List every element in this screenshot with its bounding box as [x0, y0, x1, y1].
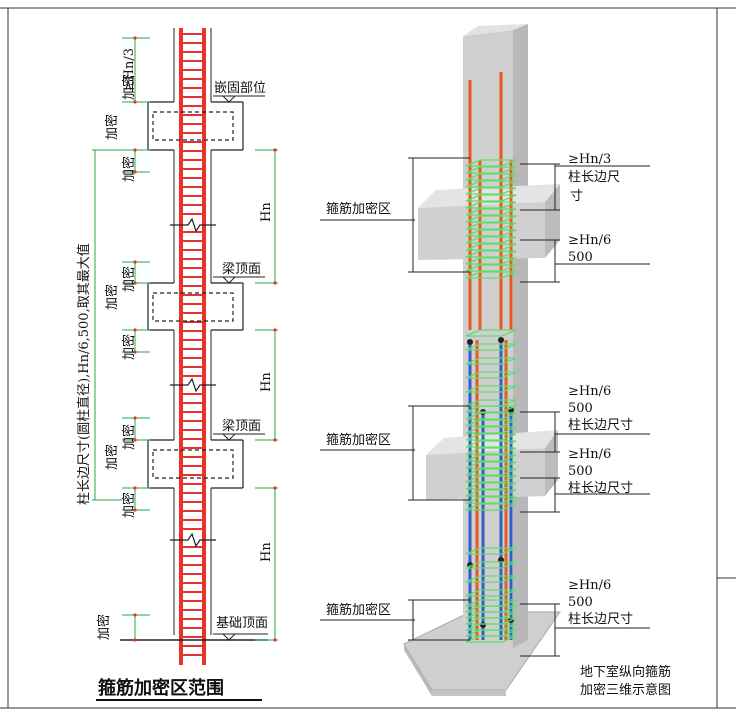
beam-levels	[120, 101, 268, 641]
hn-label-3: Hn	[259, 542, 274, 562]
dense-label-4: 加密	[104, 284, 120, 310]
rule-side-3: 柱长边尺寸	[568, 612, 633, 627]
mid-rule-2: 500	[568, 250, 593, 265]
dimension-lines	[92, 37, 278, 641]
stirrups-3d	[465, 159, 517, 643]
stirrup	[465, 201, 517, 209]
stirrup	[465, 222, 517, 230]
stirrup	[465, 461, 517, 469]
rule-gte-3: ≥Hn/6	[568, 578, 611, 593]
stirrup	[465, 412, 517, 420]
stirrup	[465, 271, 517, 279]
stirrup	[465, 468, 517, 476]
stirrup	[465, 489, 517, 497]
vertical-rule-text: 柱长边尺寸(圆柱直径),Hn/6,500,取其最大值	[76, 243, 92, 505]
stirrup	[465, 454, 517, 462]
foundation-top-label: 基础顶面	[216, 616, 268, 631]
dense-top-label: 加密	[121, 74, 137, 100]
embed-label: 嵌固部位	[214, 81, 266, 96]
stirrup	[465, 343, 517, 351]
beam-top-label-2: 梁顶面	[222, 419, 261, 434]
stirrup	[465, 371, 517, 379]
frame	[0, 7, 736, 709]
left-elevation: 加密 ≥Hn/3 加密 加密 加密 加密 加密 加密 加密 加密 加密 柱长边尺…	[76, 28, 278, 701]
dense-label-6: 加密	[121, 424, 137, 450]
stirrup	[465, 166, 517, 174]
stirrup	[465, 264, 517, 272]
stirrup	[465, 250, 517, 258]
break-symbols	[170, 217, 216, 548]
stirrup	[465, 208, 517, 216]
top-rule-1: ≥Hn/3	[568, 152, 611, 167]
rule-side-2: 柱长边尺寸	[568, 481, 633, 496]
column-3d	[463, 24, 528, 650]
stirrup	[465, 496, 517, 504]
stirrup	[465, 243, 517, 251]
stirrup	[465, 575, 517, 583]
stirrup	[465, 405, 517, 413]
mid-rule-1: ≥Hn/6	[568, 233, 611, 248]
caption-line-1: 地下室纵向箍筋	[580, 664, 671, 680]
top-rule-3: 寸	[570, 189, 583, 204]
level-markers	[213, 95, 268, 641]
hn-label-2: Hn	[259, 372, 274, 392]
stirrup	[465, 215, 517, 223]
zone-label-upper: 箍筋加密区	[326, 201, 391, 217]
stirrup	[465, 329, 517, 337]
stirrup	[465, 236, 517, 244]
stirrup	[465, 561, 517, 569]
dense-label-3: 加密	[121, 266, 137, 292]
zone-label-lower: 箍筋加密区	[326, 602, 391, 618]
stirrup	[465, 503, 517, 511]
stirrup	[465, 447, 517, 455]
hn-label-1: Hn	[259, 202, 274, 222]
rule-500-2: 500	[568, 464, 593, 479]
dense-label-8: 加密	[121, 492, 137, 518]
stirrup	[465, 419, 517, 427]
stirrup	[465, 426, 517, 434]
top-rule-2: 柱长边尺	[568, 170, 620, 185]
stirrup	[465, 547, 517, 555]
rule-side-1: 柱长边尺寸	[568, 418, 633, 433]
right-dimension-lines	[320, 157, 650, 657]
dense-label-1: 加密	[104, 114, 120, 140]
stirrup	[465, 635, 517, 643]
zone-label-middle: 箍筋加密区	[326, 432, 391, 448]
stirrup	[465, 180, 517, 188]
beam-top-label-1: 梁顶面	[222, 262, 261, 277]
caption-line-2: 加密三维示意图	[580, 682, 671, 698]
stirrup	[465, 433, 517, 441]
stirrup	[465, 482, 517, 490]
stirrup	[465, 475, 517, 483]
dense-top-rule: ≥Hn/3	[122, 48, 137, 91]
rule-500-3: 500	[568, 595, 593, 610]
column-rebar-ladder	[179, 28, 206, 665]
dense-label-7: 加密	[104, 444, 120, 470]
stirrup	[465, 385, 517, 393]
rule-gte-1: ≥Hn/6	[568, 384, 611, 399]
stirrup	[465, 257, 517, 265]
dense-label-9: 加密	[96, 614, 112, 640]
dimension-ticks	[133, 36, 277, 642]
rule-500-1: 500	[568, 401, 593, 416]
stirrup	[465, 173, 517, 181]
stirrup	[465, 194, 517, 202]
stirrup	[465, 357, 517, 365]
stirrup	[465, 187, 517, 195]
stirrup	[465, 589, 517, 597]
right-3d-view: 箍筋加密区 箍筋加密区 箍筋加密区 ≥Hn/3 柱长边尺 寸 ≥Hn/6 500…	[320, 24, 671, 698]
stirrup	[465, 229, 517, 237]
dense-label-5: 加密	[121, 334, 137, 360]
stirrup	[465, 159, 517, 167]
rule-gte-2: ≥Hn/6	[568, 447, 611, 462]
stirrup	[465, 440, 517, 448]
column-outline	[173, 28, 212, 635]
dense-label-2: 加密	[121, 156, 137, 182]
left-title: 箍筋加密区范围	[98, 677, 224, 699]
